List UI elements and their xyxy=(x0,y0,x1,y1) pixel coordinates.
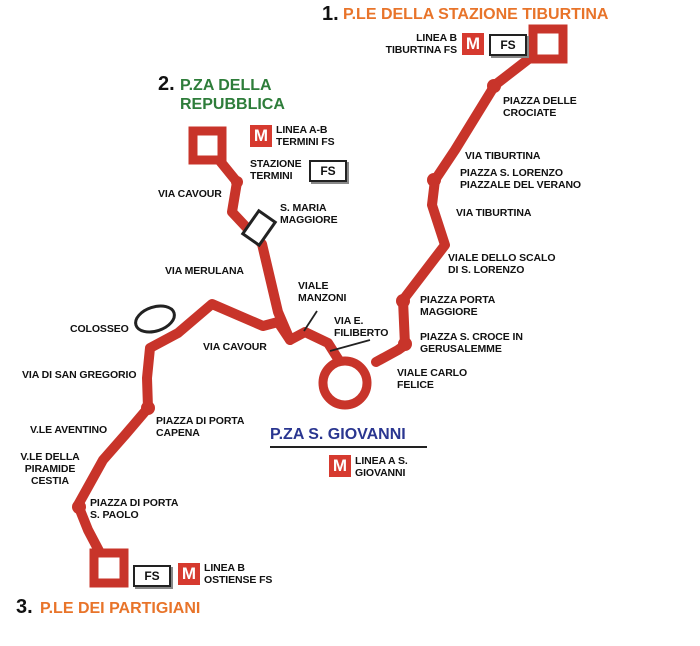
transit-ostiense: LINEA B OSTIENSE FS xyxy=(204,562,273,586)
metro-tiburtina-icon: M xyxy=(462,33,484,55)
rail-ostiense-icon: FS xyxy=(133,565,171,587)
filiberto-leader xyxy=(329,339,371,352)
place-via-cavour-1: VIA CAVOUR xyxy=(158,188,222,200)
stop-dot-termini xyxy=(231,176,243,188)
place-scalo-lorenzo: VIALE DELLO SCALO DI S. LORENZO xyxy=(448,252,556,276)
terminal-partigiani-name: P.LE DEI PARTIGIANI xyxy=(40,600,201,617)
place-piramide: V.LE DELLA PIRAMIDE CESTIA xyxy=(20,451,80,487)
stop-dot-porta-paolo xyxy=(72,500,86,514)
tour-route-west xyxy=(202,140,350,375)
place-viale-manzoni: VIALE MANZONI xyxy=(298,280,347,304)
place-carlo-felice: VIALE CARLO FELICE xyxy=(397,367,468,391)
terminal-tiburtina-number: 1. xyxy=(322,3,339,25)
manzoni-leader xyxy=(303,310,318,332)
san-giovanni-name: P.ZA S. GIOVANNI xyxy=(270,426,406,443)
place-via-tiburtina-2: VIA TIBURTINA xyxy=(456,207,532,219)
terminal-tiburtina-name: P.LE DELLA STAZIONE TIBURTINA xyxy=(343,6,609,23)
san-giovanni-underline xyxy=(270,446,427,448)
place-via-merulana: VIA MERULANA xyxy=(165,265,244,277)
transit-repubblica: LINEA A-B TERMINI FS xyxy=(276,124,335,148)
metro-repubblica-icon: M xyxy=(250,125,272,147)
place-porta-paolo: PIAZZA DI PORTA S. PAOLO xyxy=(90,497,178,521)
terminal-repubblica-marker xyxy=(188,126,227,165)
rail-tiburtina-icon: FS xyxy=(489,34,527,56)
stop-dots xyxy=(72,79,501,514)
stop-dot-porta-maggiore xyxy=(396,294,410,308)
place-san-gregorio: VIA DI SAN GREGORIO xyxy=(22,369,137,381)
transit-tiburtina: LINEA B TIBURTINA FS xyxy=(385,32,457,56)
colosseo-landmark xyxy=(134,304,176,334)
place-piazza-lorenzo: PIAZZA S. LORENZO PIAZZALE DEL VERANO xyxy=(460,167,581,191)
place-via-tiburtina-1: VIA TIBURTINA xyxy=(465,150,541,162)
place-porta-maggiore: PIAZZA PORTA MAGGIORE xyxy=(420,294,495,318)
place-santa-maria-maggiore: S. MARIA MAGGIORE xyxy=(280,202,338,226)
terminal-tiburtina-marker xyxy=(528,24,568,64)
stop-dot-crociate xyxy=(487,79,501,93)
place-porta-capena: PIAZZA DI PORTA CAPENA xyxy=(156,415,244,439)
santa-maria-maggiore-landmark xyxy=(240,208,278,248)
stop-dot-lorenzo xyxy=(427,173,441,187)
transit-san-giovanni: LINEA A S. GIOVANNI xyxy=(355,455,408,479)
place-aventino: V.LE AVENTINO xyxy=(30,424,108,436)
rail-termini-icon: FS xyxy=(309,160,347,182)
terminal-repubblica-name: P.ZA DELLA REPUBBLICA xyxy=(180,77,285,113)
place-colosseo: COLOSSEO xyxy=(70,323,129,335)
terminal-repubblica-number: 2. xyxy=(158,73,175,95)
stop-dot-santa-croce xyxy=(398,337,412,351)
metro-ostiense-icon: M xyxy=(178,563,200,585)
place-via-cavour-2: VIA CAVOUR xyxy=(203,341,267,353)
place-santa-croce: PIAZZA S. CROCE IN GERUSALEMME xyxy=(420,331,523,355)
metro-san-giovanni-icon: M xyxy=(329,455,351,477)
terminal-partigiani-number: 3. xyxy=(16,596,33,618)
place-piazza-crociate: PIAZZA DELLE CROCIATE xyxy=(503,95,577,119)
san-giovanni-marker xyxy=(318,356,372,410)
place-filiberto: VIA E. FILIBERTO xyxy=(334,315,389,339)
transit-termini: STAZIONE TERMINI xyxy=(250,158,302,182)
stop-dot-porta-capena xyxy=(141,401,155,415)
terminal-partigiani-marker xyxy=(89,548,129,588)
